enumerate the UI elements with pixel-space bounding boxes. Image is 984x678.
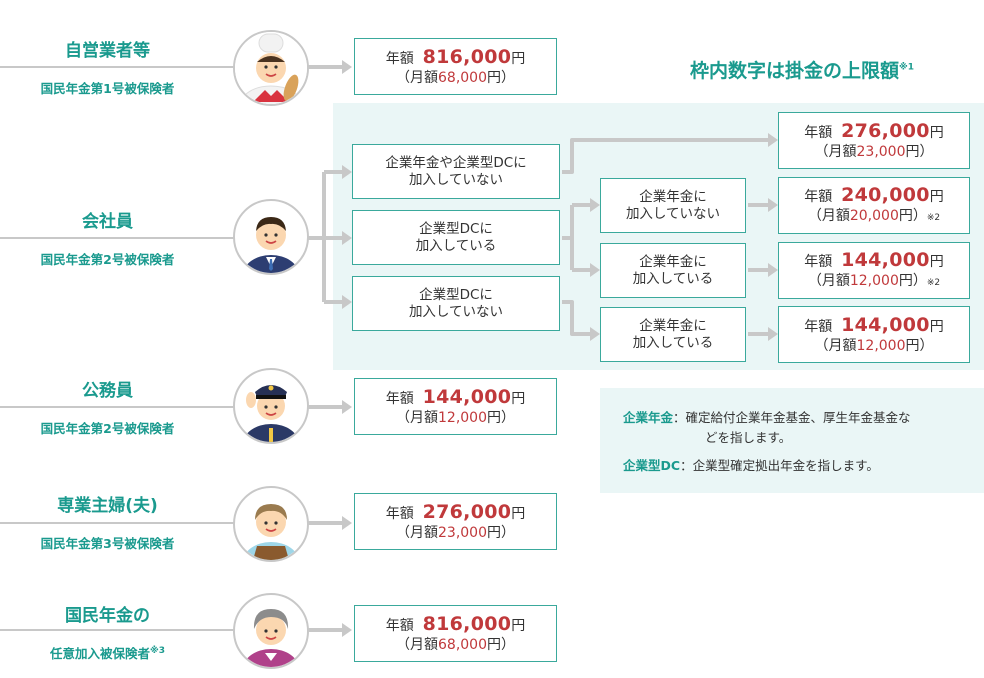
category-line <box>0 406 235 408</box>
legend-box <box>600 388 984 493</box>
legend-line-1: 企業年金：確定給付企業年金基金、厚生年金基金な <box>623 410 911 425</box>
category-title-self-employed: 自営業者等 <box>65 41 150 61</box>
police-officer-icon <box>233 368 309 444</box>
category-sub-housewife: 国民年金第3号被保険者 <box>40 536 175 551</box>
condition-dc-not-enrolled: 企業型DCに加入していない <box>352 276 560 331</box>
amount-box-employee-dc-db: 年額 144,000円 （月額12,000円）※2 <box>778 242 970 299</box>
category-sub-public-servant: 国民年金第2号被保険者 <box>40 421 175 436</box>
category-line <box>0 66 235 68</box>
category-title-public-servant: 公務員 <box>82 381 133 401</box>
category-line <box>0 237 235 239</box>
office-worker-icon <box>233 199 309 275</box>
amount-box-employee-none: 年額 276,000円 （月額23,000円） <box>778 112 970 169</box>
category-line <box>0 522 235 524</box>
amount-box-employee-dc-no-db: 年額 240,000円 （月額20,000円）※2 <box>778 177 970 234</box>
category-sub-employee: 国民年金第2号被保険者 <box>40 252 175 267</box>
condition-pension-enrolled-2: 企業年金に加入している <box>600 307 746 362</box>
amount-box-public-servant: 年額 144,000円 （月額12,000円） <box>354 378 557 435</box>
legend-line-1b: どを指します。 <box>705 430 792 445</box>
category-sub-self-employed: 国民年金第1号被保険者 <box>40 81 175 96</box>
housewife-icon <box>233 486 309 562</box>
category-sub-voluntary: 任意加入被保険者※3 <box>49 645 166 661</box>
legend-line-2: 企業型DC：企業型確定拠出年金を指します。 <box>623 458 879 473</box>
amount-box-self-employed: 年額 816,000円 （月額68,000円） <box>354 38 557 95</box>
category-title-employee: 会社員 <box>82 212 133 232</box>
condition-dc-enrolled: 企業型DCに加入している <box>352 210 560 265</box>
category-line <box>0 629 235 631</box>
condition-no-pension-no-dc: 企業年金や企業型DCに加入していない <box>352 144 560 199</box>
condition-pension-enrolled: 企業年金に加入している <box>600 243 746 298</box>
elderly-woman-icon <box>233 593 309 669</box>
category-title-housewife: 専業主婦(夫) <box>57 496 158 516</box>
chef-icon <box>233 30 309 106</box>
category-title-voluntary: 国民年金の <box>65 606 150 626</box>
amount-box-voluntary: 年額 816,000円 （月額68,000円） <box>354 605 557 662</box>
amount-box-employee-nodc-db: 年額 144,000円 （月額12,000円） <box>778 306 970 363</box>
amount-box-housewife: 年額 276,000円 （月額23,000円） <box>354 493 557 550</box>
chart-title: 枠内数字は掛金の上限額※1 <box>690 60 915 82</box>
condition-pension-not-enrolled: 企業年金に加入していない <box>600 178 746 233</box>
